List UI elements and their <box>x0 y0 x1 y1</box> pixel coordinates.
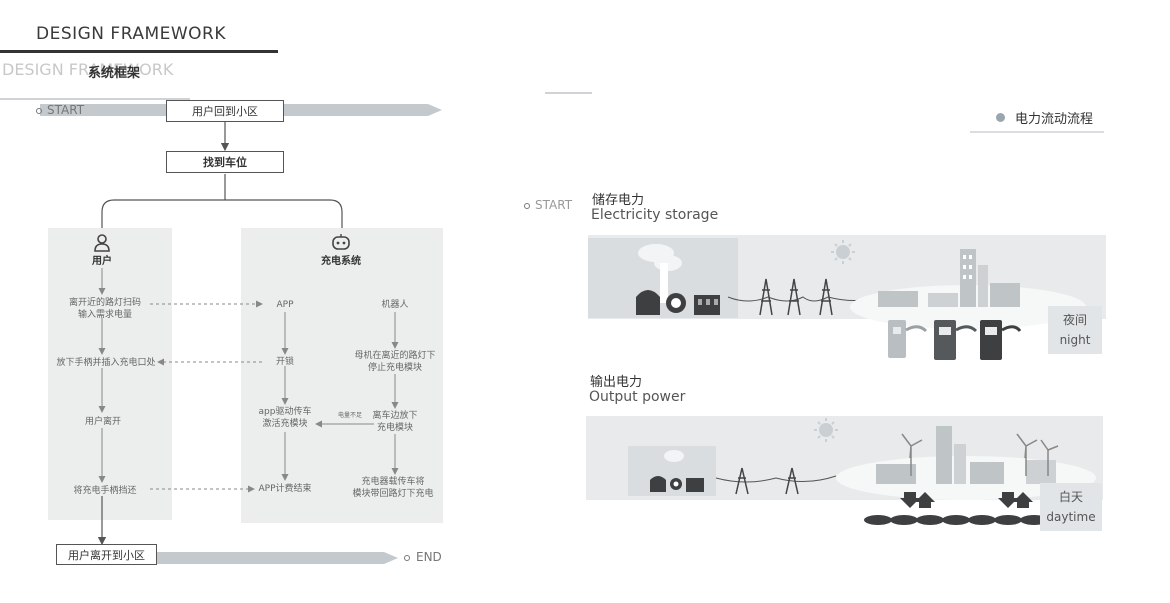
page-title: DESIGN FRAMEWORK <box>36 24 227 44</box>
sun-icon-2 <box>814 418 838 442</box>
car-icons <box>864 515 1048 525</box>
end-dot-icon <box>404 555 410 561</box>
output-title-en: Output power <box>589 389 686 405</box>
storage-title-cn: 储存电力 <box>592 193 645 208</box>
user-step-1: 离开近的路灯扫码 输入需求电量 <box>68 298 141 320</box>
daytime-tag-en: daytime <box>1046 510 1096 524</box>
robot-step-1: 机器人 <box>381 300 409 310</box>
app-step-4: APP计费结束 <box>258 484 312 494</box>
end-box: 用户离开到小区 <box>56 544 157 565</box>
night-tag: 夜间 night <box>1048 306 1102 354</box>
daytime-tag-cn: 白天 <box>1058 490 1083 504</box>
output-title-cn: 输出电力 <box>590 375 643 390</box>
ghost-title: DESIGN FRAMEWORK <box>2 60 174 79</box>
legend-dot-icon <box>996 113 1005 122</box>
robot-step-3: 离车边放下 充电模块 <box>372 411 418 433</box>
storage-illustration <box>636 240 1086 360</box>
robot-icon <box>332 234 350 250</box>
start-dot-icon <box>36 108 42 114</box>
app-step-3: app驱动传车 激活充模块 <box>258 407 312 429</box>
output-illustration <box>650 418 1096 525</box>
night-tag-en: night <box>1059 333 1091 347</box>
night-tag-cn: 夜间 <box>1062 313 1087 327</box>
arrow-icons <box>900 492 1033 508</box>
right-start-label: START <box>535 198 573 212</box>
end-arrow-band <box>150 552 398 564</box>
start-label: START <box>47 103 85 117</box>
power-flow-legend: 电力流动流程 <box>1015 112 1094 127</box>
start-box: 用户回到小区 <box>166 100 284 122</box>
daytime-tag: 白天 daytime <box>1040 483 1102 531</box>
app-step-2: 开锁 <box>275 357 294 367</box>
user-step-3: 用户离开 <box>84 417 121 427</box>
robot-step-2: 母机在离近的路灯下 停止充电模块 <box>354 351 436 373</box>
app-step-1: APP <box>276 300 294 310</box>
user-column-title: 用户 <box>92 256 112 267</box>
subtitle-rule <box>0 98 190 100</box>
subtitle: 系统框架 <box>88 66 141 81</box>
user-icon <box>94 234 110 252</box>
storage-title-en: Electricity storage <box>591 207 719 223</box>
system-column-panel <box>241 228 443 523</box>
find-parking-box: 找到车位 <box>166 151 284 173</box>
signal-label: 电量不足 <box>337 412 362 419</box>
user-column-panel <box>48 228 172 520</box>
wind-turbine-icons <box>901 433 1059 476</box>
end-label: END <box>416 550 442 564</box>
title-underline <box>0 50 278 53</box>
user-step-4: 将充电手柄挡还 <box>73 486 137 496</box>
charger-icons <box>888 320 1022 360</box>
user-step-2: 放下手柄并插入充电口处 <box>56 358 156 368</box>
right-start-dot-icon <box>524 203 530 209</box>
robot-step-4: 充电器载传车将 模块带回路灯下充电 <box>352 477 434 499</box>
sun-icon <box>831 240 855 264</box>
system-column-title: 充电系统 <box>321 256 361 267</box>
